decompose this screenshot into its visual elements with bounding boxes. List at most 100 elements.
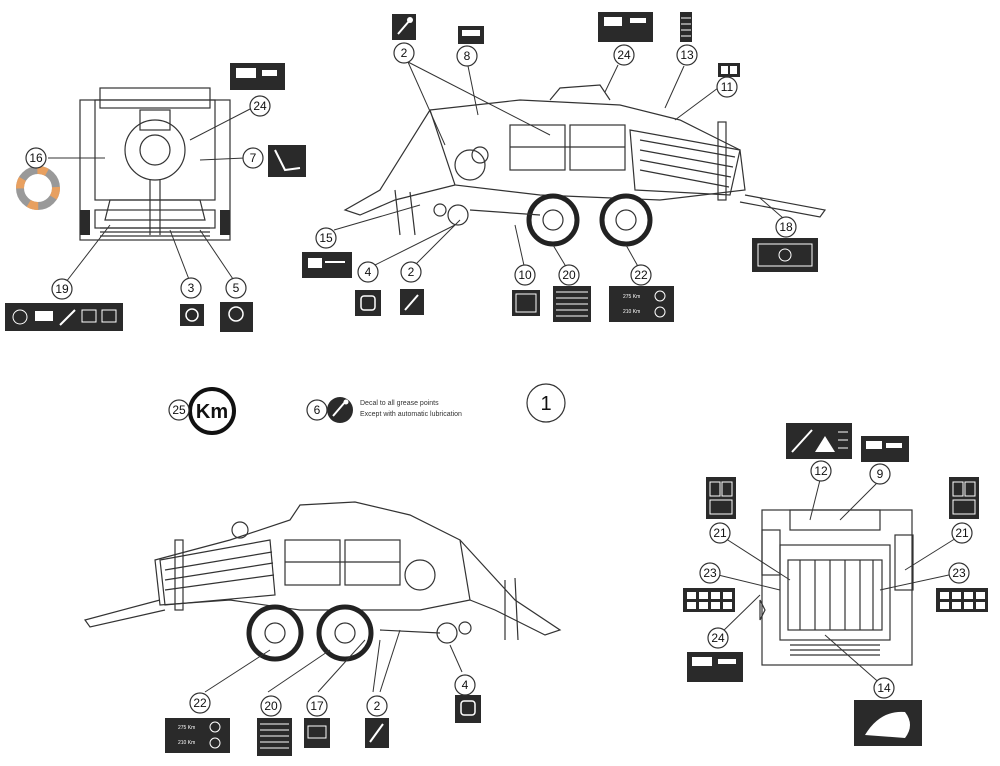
callout-6: 6 [306,399,328,421]
callout-22-bottom: 22 [189,692,211,714]
svg-text:24: 24 [617,48,631,62]
callout-8: 8 [456,45,478,67]
decal-2-bottom [400,289,424,315]
svg-text:14: 14 [877,681,891,695]
svg-text:23: 23 [952,566,966,580]
svg-text:3: 3 [188,281,195,295]
callouts: 16 24 7 19 3 5 2 8 24 13 11 15 4 2 10 20… [25,42,973,717]
tire-pressure-line2: 210 Km [623,309,640,315]
figure-number-marker: 1 [526,383,566,423]
decal-18 [752,238,818,272]
callout-10: 10 [514,264,536,286]
svg-text:24: 24 [711,631,725,645]
svg-text:2: 2 [401,46,408,60]
svg-text:17: 17 [310,699,324,713]
callout-2-top: 2 [393,42,415,64]
decal-13 [680,12,692,42]
front-view-baler [79,87,231,241]
callout-9: 9 [869,463,891,485]
callout-7: 7 [242,147,264,169]
decal-4-bottom [455,695,481,723]
svg-text:10: 10 [518,268,532,282]
callout-23-right: 23 [948,562,970,584]
callout-15: 15 [315,227,337,249]
callout-18: 18 [775,216,797,238]
side-view-bottom-leaders [204,629,463,693]
callout-24-side: 24 [613,44,635,66]
decal-2-top [392,14,416,40]
svg-text:11: 11 [721,80,734,94]
svg-text:22: 22 [193,696,207,710]
tire-pressure-line1: 275 Km [623,294,640,300]
svg-text:15: 15 [319,231,333,245]
tire-pressure-bottom-line1: 275 Km [178,725,195,731]
callout-17: 17 [306,695,328,717]
decal-20-top [553,286,591,322]
svg-text:20: 20 [562,268,576,282]
svg-text:22: 22 [634,268,648,282]
decal-10 [512,290,540,316]
svg-text:4: 4 [365,265,372,279]
svg-text:5: 5 [233,281,240,295]
svg-text:20: 20 [264,699,278,713]
decal-17 [304,718,330,748]
decal-9 [861,436,909,462]
decal-20-bottom [257,718,292,756]
callout-25: 25 [168,399,190,421]
callout-22-top: 22 [630,264,652,286]
callout-19: 19 [51,278,73,300]
decal-11 [718,63,740,77]
svg-text:16: 16 [29,151,43,165]
callout-3: 3 [180,277,202,299]
decal-23-right [936,588,988,612]
front-view-leaders [48,107,253,283]
callout-16: 16 [25,147,47,169]
svg-text:13: 13 [680,48,694,62]
svg-text:12: 12 [814,464,828,478]
callout-5: 5 [225,277,247,299]
decal-4-top [355,290,381,316]
decal-21-right [949,477,979,519]
svg-text:8: 8 [464,49,471,63]
lifebuoy-icon [16,166,60,210]
grease-point-decal: Decal to all grease points Except with a… [327,397,462,423]
decal-8 [458,26,484,44]
svg-text:6: 6 [314,403,321,417]
tire-pressure-bottom-line2: 210 Km [178,740,195,746]
decal-24-top-left [230,63,285,90]
decal-21-left [706,477,736,519]
decal-14 [854,700,922,746]
callout-20-bottom: 20 [260,695,282,717]
callout-4-top: 4 [357,261,379,283]
side-view-left-baler [84,501,562,662]
decal-22-top: 275 Km 210 Km [609,286,674,322]
rear-view-baler [759,509,914,666]
callout-20-top: 20 [558,264,580,286]
svg-text:2: 2 [408,265,415,279]
grease-note-line2: Except with automatic lubrication [360,411,462,418]
decal-23-left [683,588,735,612]
svg-text:25: 25 [172,403,186,417]
grease-note-line1: Decal to all grease points [360,400,439,407]
svg-text:23: 23 [703,566,717,580]
callout-13: 13 [676,44,698,66]
decal-12 [786,423,852,459]
svg-text:24: 24 [253,99,267,113]
decal-24-rear [687,652,743,682]
callout-14: 14 [873,677,895,699]
callout-11: 11 [716,76,738,98]
svg-text:21: 21 [713,526,727,540]
callout-12: 12 [810,460,832,482]
svg-text:19: 19 [55,282,69,296]
svg-text:18: 18 [779,220,793,234]
side-view-right-baler [343,84,827,247]
callout-2-mid: 2 [400,261,422,283]
callout-21-right: 21 [951,522,973,544]
svg-text:21: 21 [955,526,969,540]
svg-text:2: 2 [374,699,381,713]
svg-text:9: 9 [877,467,884,481]
callout-23-left: 23 [699,562,721,584]
decal-2-bottom-left [365,718,389,748]
km-sign-text: Km [196,401,228,423]
